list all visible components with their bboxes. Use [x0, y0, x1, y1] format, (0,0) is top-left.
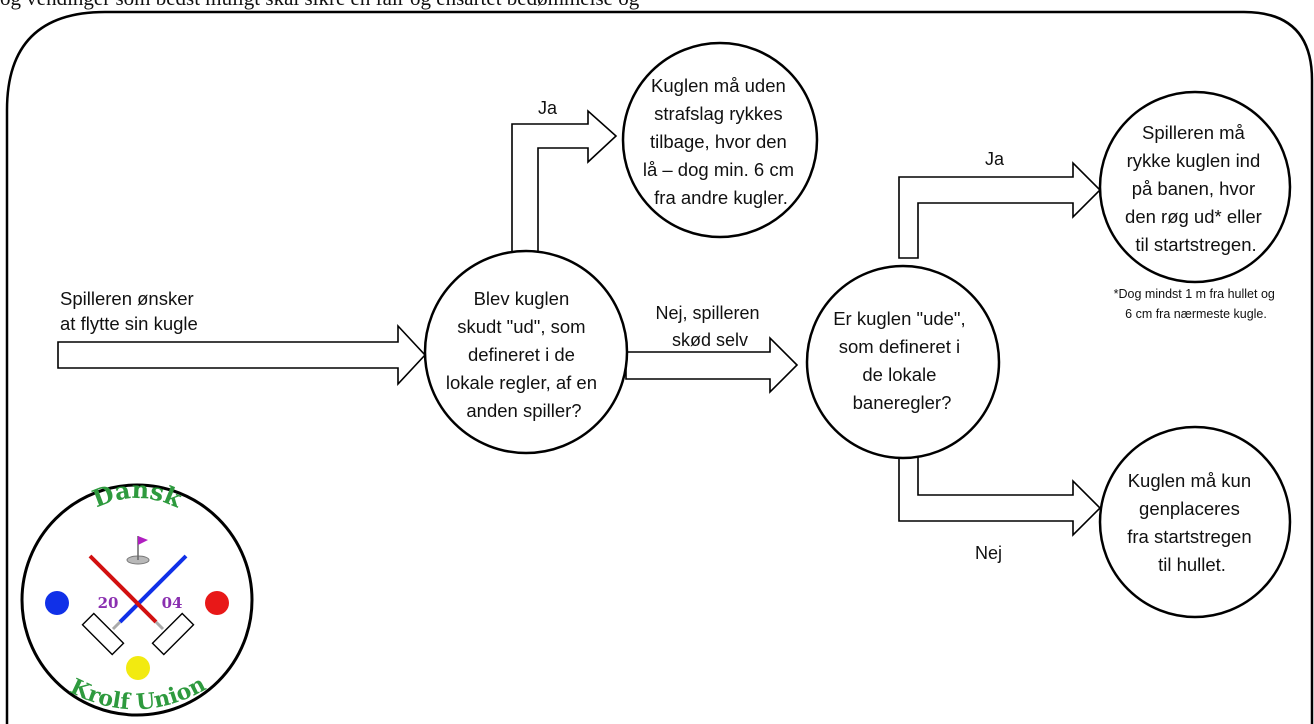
flag-icon: [138, 536, 148, 545]
result-no2-text: Kuglen må kun genplaceres fra startstreg…: [1127, 470, 1257, 575]
logo-year-right: 04: [162, 594, 183, 612]
arrow-nej-to-decision2: [625, 336, 799, 394]
red-ball: [205, 591, 229, 615]
blue-ball: [45, 591, 69, 615]
edge-label-ja-1: Ja: [538, 98, 558, 118]
edge-label-nej-1: Nej, spilleren skød selv: [655, 303, 764, 350]
arrow-ja2-to-result: [898, 161, 1102, 259]
result-circle-no2: [1098, 425, 1292, 619]
footnote: *Dog mindst 1 m fra hullet og 6 cm fra n…: [1114, 287, 1279, 321]
arrow-start-to-decision: [57, 323, 427, 387]
edge-label-ja-2: Ja: [985, 149, 1005, 169]
decision1-text: Blev kuglen skudt "ud", som defineret i …: [446, 288, 602, 421]
dansk-krolf-union-logo: Dansk Krolf Union 20 04: [20, 475, 254, 717]
yellow-ball: [126, 656, 150, 680]
result-yes2-text: Spilleren må rykke kuglen ind på banen, …: [1125, 122, 1267, 255]
diagram-frame: [5, 10, 1314, 724]
result-yes1-text: Kuglen må uden strafslag rykkes tilbage,…: [643, 75, 799, 208]
page-caption-fragment: og vendinger som bedst muligt skal sikre…: [0, 0, 1314, 10]
start-text: Spilleren ønsker at flytte sin kugle: [60, 288, 199, 334]
decision-circle-2: [805, 264, 1001, 460]
decision2-text: Er kuglen "ude", som defineret i de loka…: [833, 308, 971, 413]
result-circle-yes1: [621, 41, 819, 239]
logo-year-left: 20: [98, 594, 119, 612]
edge-label-nej-2: Nej: [975, 543, 1002, 563]
arrow-nej2-to-result: [898, 449, 1102, 537]
arrow-ja-to-result: [511, 109, 618, 259]
decision-circle-1: [423, 249, 629, 455]
result-circle-yes2: [1098, 90, 1292, 284]
